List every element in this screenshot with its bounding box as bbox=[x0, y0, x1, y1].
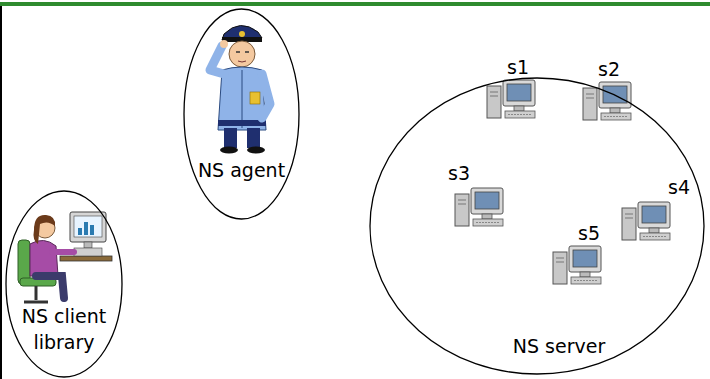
region-label: NS client library bbox=[21, 304, 107, 355]
computer-icon bbox=[455, 188, 503, 226]
agent-figure bbox=[210, 25, 270, 153]
computer-icon bbox=[487, 80, 535, 118]
region-label: NS agent bbox=[193, 158, 290, 184]
top-bar bbox=[0, 2, 710, 6]
server-label: s5 bbox=[578, 222, 600, 245]
computer-icon bbox=[553, 246, 601, 284]
computer-icon bbox=[622, 202, 670, 240]
region-label: NS server bbox=[499, 334, 619, 360]
frame-line bbox=[0, 6, 2, 379]
server-label: s3 bbox=[448, 162, 470, 185]
server-label: s1 bbox=[507, 56, 529, 79]
ellipse-outline bbox=[183, 8, 300, 220]
computer-icon bbox=[583, 82, 631, 120]
server-label: s2 bbox=[598, 58, 620, 81]
ellipse-region: NS server bbox=[369, 77, 705, 375]
server-label: s4 bbox=[668, 176, 690, 199]
ellipse-region: NS agent bbox=[183, 8, 300, 220]
user-figure bbox=[18, 212, 112, 302]
ellipse-outline bbox=[369, 77, 705, 375]
ellipse-region: NS client library bbox=[5, 190, 123, 378]
